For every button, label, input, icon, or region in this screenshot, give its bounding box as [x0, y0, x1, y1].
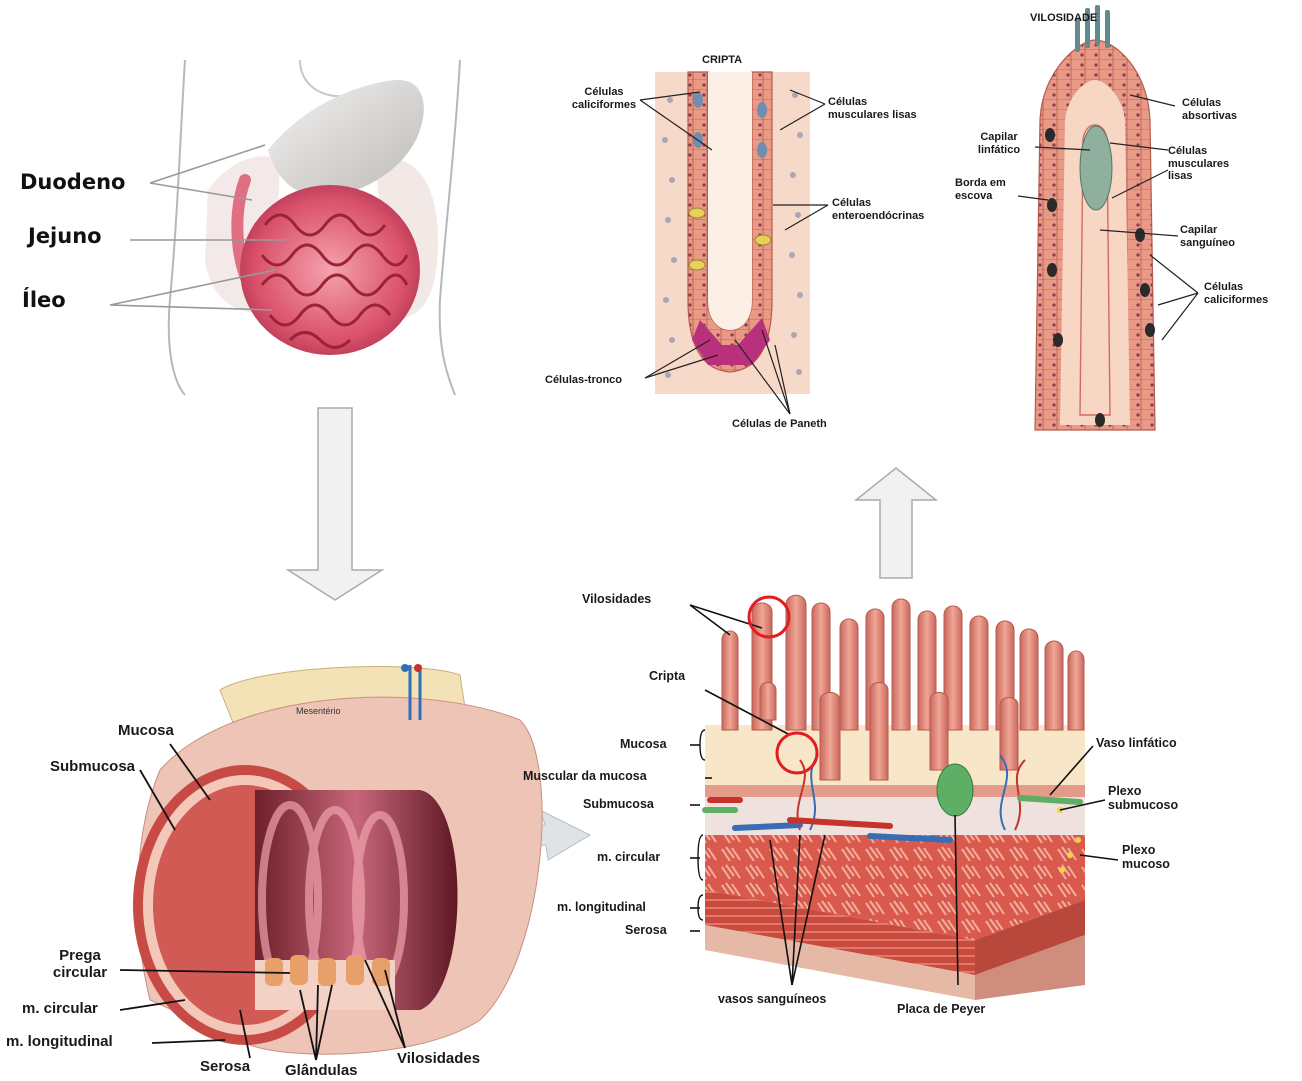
label-villus-blood-line1: Capilar — [1180, 224, 1235, 237]
label-tube-villi: Vilosidades — [397, 1050, 480, 1067]
label-tube-serosa: Serosa — [200, 1058, 250, 1075]
label-villus-absorptive-line2: absortivas — [1182, 110, 1237, 123]
label-block-m-circular: m. circular — [597, 850, 660, 864]
label-tube-submucosa: Submucosa — [50, 758, 135, 775]
label-tube-fold-line1: Prega — [40, 947, 120, 964]
label-tube-glands: Glândulas — [285, 1062, 358, 1079]
label-block-submucosa: Submucosa — [583, 797, 654, 811]
label-crypt-smooth-muscle-line2: musculares lisas — [828, 109, 917, 122]
label-block-blood-vessels: vasos sanguíneos — [718, 992, 826, 1006]
label-crypt-goblet-line2: caliciformes — [568, 99, 640, 112]
label-villus-muscle-line1: Células — [1168, 145, 1229, 158]
abdomen-illustration — [169, 60, 460, 395]
villus-illustration — [1035, 5, 1155, 430]
label-ileo: Íleo — [22, 288, 66, 312]
label-villus-brush-line1: Borda em — [955, 177, 1006, 190]
tube-illustration — [133, 664, 542, 1054]
label-tube-circular-fold: Prega circular — [40, 947, 120, 982]
label-block-submucosal-line1: Plexo — [1108, 784, 1178, 798]
label-mesenterio: Mesentério — [296, 706, 341, 716]
label-block-villi: Vilosidades — [582, 592, 651, 606]
label-block-lymph-vessel: Vaso linfático — [1096, 736, 1177, 750]
label-tube-mucosa: Mucosa — [118, 722, 174, 739]
label-block-peyer-patch: Placa de Peyer — [897, 1002, 985, 1016]
label-crypt-stem-cells: Células-tronco — [545, 374, 622, 387]
label-villus-lymph-line1: Capilar — [968, 131, 1030, 144]
label-villus-absorptive: Células absortivas — [1182, 97, 1237, 122]
label-duodeno: Duodeno — [20, 170, 125, 194]
label-villus-smooth-muscle: Células musculares lisas — [1168, 145, 1229, 183]
label-villus-goblet-line1: Células — [1204, 281, 1268, 294]
label-crypt-goblet-line1: Células — [568, 86, 640, 99]
label-villus-goblet: Células caliciformes — [1204, 281, 1268, 306]
villus-title: VILOSIDADE — [1030, 12, 1097, 25]
label-block-serosa: Serosa — [625, 923, 667, 937]
label-block-mucosa: Mucosa — [620, 737, 667, 751]
label-crypt-entero-line2: enteroendócrinas — [832, 210, 924, 223]
label-villus-muscle-line3: lisas — [1168, 170, 1229, 183]
label-crypt-goblet: Células caliciformes — [568, 86, 640, 111]
label-villus-blood-line2: sanguíneo — [1180, 237, 1235, 250]
label-crypt-paneth: Células de Paneth — [732, 418, 827, 431]
block-layer-brackets — [698, 730, 705, 920]
label-villus-absorptive-line1: Células — [1182, 97, 1237, 110]
label-villus-brush-border: Borda em escova — [955, 177, 1006, 202]
label-block-submucosal-line2: submucoso — [1108, 798, 1178, 812]
label-crypt-entero-line1: Células — [832, 197, 924, 210]
label-villus-lymph-capillary: Capilar linfático — [968, 131, 1030, 156]
crypt-illustration — [655, 72, 810, 394]
crypt-title: CRIPTA — [702, 54, 742, 67]
label-crypt-enteroendocrine: Células enteroendócrinas — [832, 197, 924, 222]
label-tube-m-circular: m. circular — [22, 1000, 98, 1017]
label-villus-muscle-line2: musculares — [1168, 158, 1229, 171]
label-villus-blood-capillary: Capilar sanguíneo — [1180, 224, 1235, 249]
label-tube-m-longitudinal: m. longitudinal — [6, 1033, 113, 1050]
label-crypt-smooth-muscle-line1: Células — [828, 96, 917, 109]
label-jejuno: Jejuno — [28, 224, 102, 248]
intestine-loops — [240, 185, 420, 355]
label-tube-fold-line2: circular — [40, 964, 120, 981]
label-villus-brush-line2: escova — [955, 190, 1006, 203]
arrow-up — [856, 468, 936, 578]
label-block-m-longitudinal: m. longitudinal — [557, 900, 646, 914]
label-block-mucosal-plexus: Plexo mucoso — [1122, 843, 1170, 872]
label-villus-lymph-line2: linfático — [968, 144, 1030, 157]
arrow-down — [288, 408, 382, 600]
label-block-crypt: Cripta — [649, 669, 685, 683]
label-crypt-smooth-muscle: Células musculares lisas — [828, 96, 917, 121]
label-villus-goblet-line2: caliciformes — [1204, 294, 1268, 307]
label-block-submucosal-plexus: Plexo submucoso — [1108, 784, 1178, 813]
label-block-mucosal-line1: Plexo — [1122, 843, 1170, 857]
label-block-mucosal-line2: mucoso — [1122, 857, 1170, 871]
block-illustration — [705, 595, 1085, 1000]
label-block-muscularis-mucosae: Muscular da mucosa — [523, 769, 647, 783]
